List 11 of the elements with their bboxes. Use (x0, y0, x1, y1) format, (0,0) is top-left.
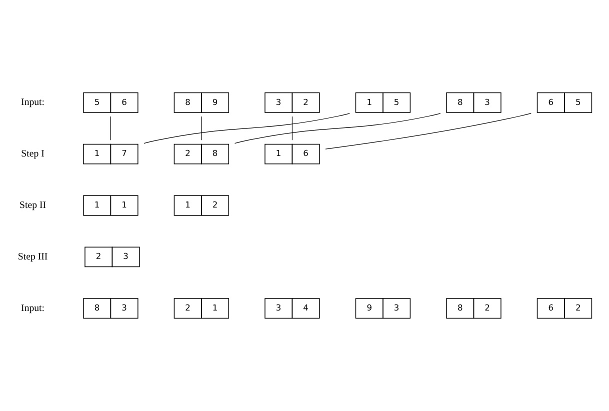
connector (144, 113, 350, 144)
connector (292, 116, 293, 140)
label: Step II (20, 200, 46, 212)
label: Input: (21, 302, 45, 314)
connector (201, 116, 202, 140)
connector (234, 113, 441, 144)
connector (325, 113, 532, 150)
label: Input: (21, 97, 45, 108)
label: Step III (18, 252, 48, 262)
label: Step I (21, 148, 44, 160)
connector (110, 116, 111, 140)
